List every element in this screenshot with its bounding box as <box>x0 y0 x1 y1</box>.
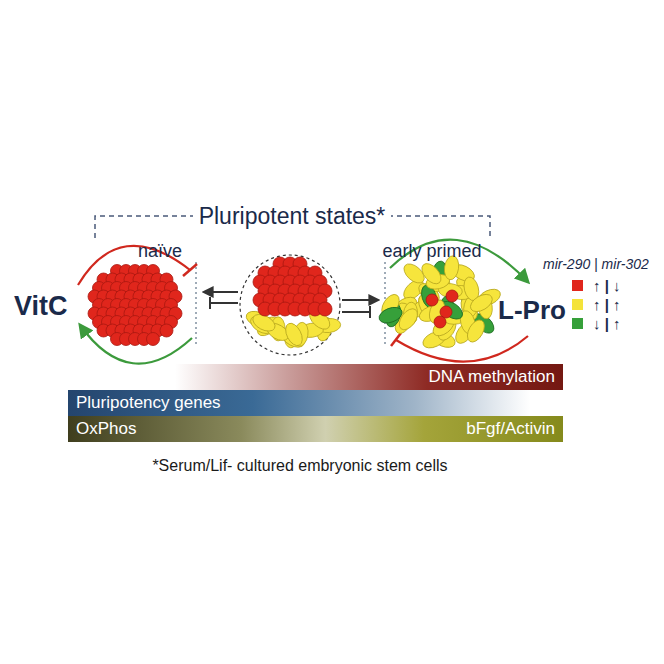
inhibit-line <box>210 302 238 304</box>
inhibit-bar <box>209 297 211 309</box>
arrow <box>204 291 238 293</box>
caption: *Serum/Lif- cultured embryonic stem cell… <box>152 457 447 475</box>
arrow <box>342 299 378 301</box>
cluster-outline <box>240 255 340 355</box>
band-label: Pluripotency genes <box>76 393 221 413</box>
band-label: OxPhos <box>76 419 136 439</box>
cell <box>396 305 422 333</box>
legend-swatch <box>572 318 583 329</box>
legend-text: ↑ | ↑ <box>593 296 621 313</box>
state-label: naïve <box>138 241 182 262</box>
cell <box>467 291 495 315</box>
cell <box>426 294 438 306</box>
legend-text: ↓ | ↑ <box>593 315 621 332</box>
cell-clusters <box>88 255 503 351</box>
state-label: early primed <box>382 241 481 262</box>
gradient-band: DNA methylation <box>175 364 563 390</box>
cell <box>318 302 332 316</box>
band-label: bFgf/Activin <box>466 419 555 439</box>
legend-row: ↓ | ↑ <box>572 315 621 332</box>
cell <box>464 317 488 345</box>
inhibit-bar <box>183 264 197 276</box>
cell <box>418 260 444 287</box>
gradient-band: OxPhos bFgf/Activin <box>68 416 563 442</box>
treatment-label: L-Pro <box>498 295 566 326</box>
inhibit-line <box>342 311 370 313</box>
divider <box>195 262 197 345</box>
treatment-label: VitC <box>14 291 68 322</box>
legend-swatch <box>572 280 583 291</box>
cell <box>160 324 173 337</box>
legend-row: ↑ | ↑ <box>572 296 621 313</box>
legend-header: mir-290 | mir-302 <box>543 256 649 272</box>
legend-swatch <box>572 299 583 310</box>
legend-text: ↑ | ↓ <box>593 277 621 294</box>
cell <box>282 321 305 349</box>
gradient-band: Pluripotency genes <box>68 390 530 416</box>
activate-arc <box>80 325 192 364</box>
legend-row: ↑ | ↓ <box>572 277 621 294</box>
cell <box>147 333 160 346</box>
inhibit-bar <box>391 333 401 346</box>
cell <box>434 316 446 328</box>
cell <box>446 290 458 302</box>
inhibit-bar <box>369 306 371 318</box>
title: Pluripotent states* <box>193 203 392 230</box>
band-label: DNA methylation <box>428 367 555 387</box>
